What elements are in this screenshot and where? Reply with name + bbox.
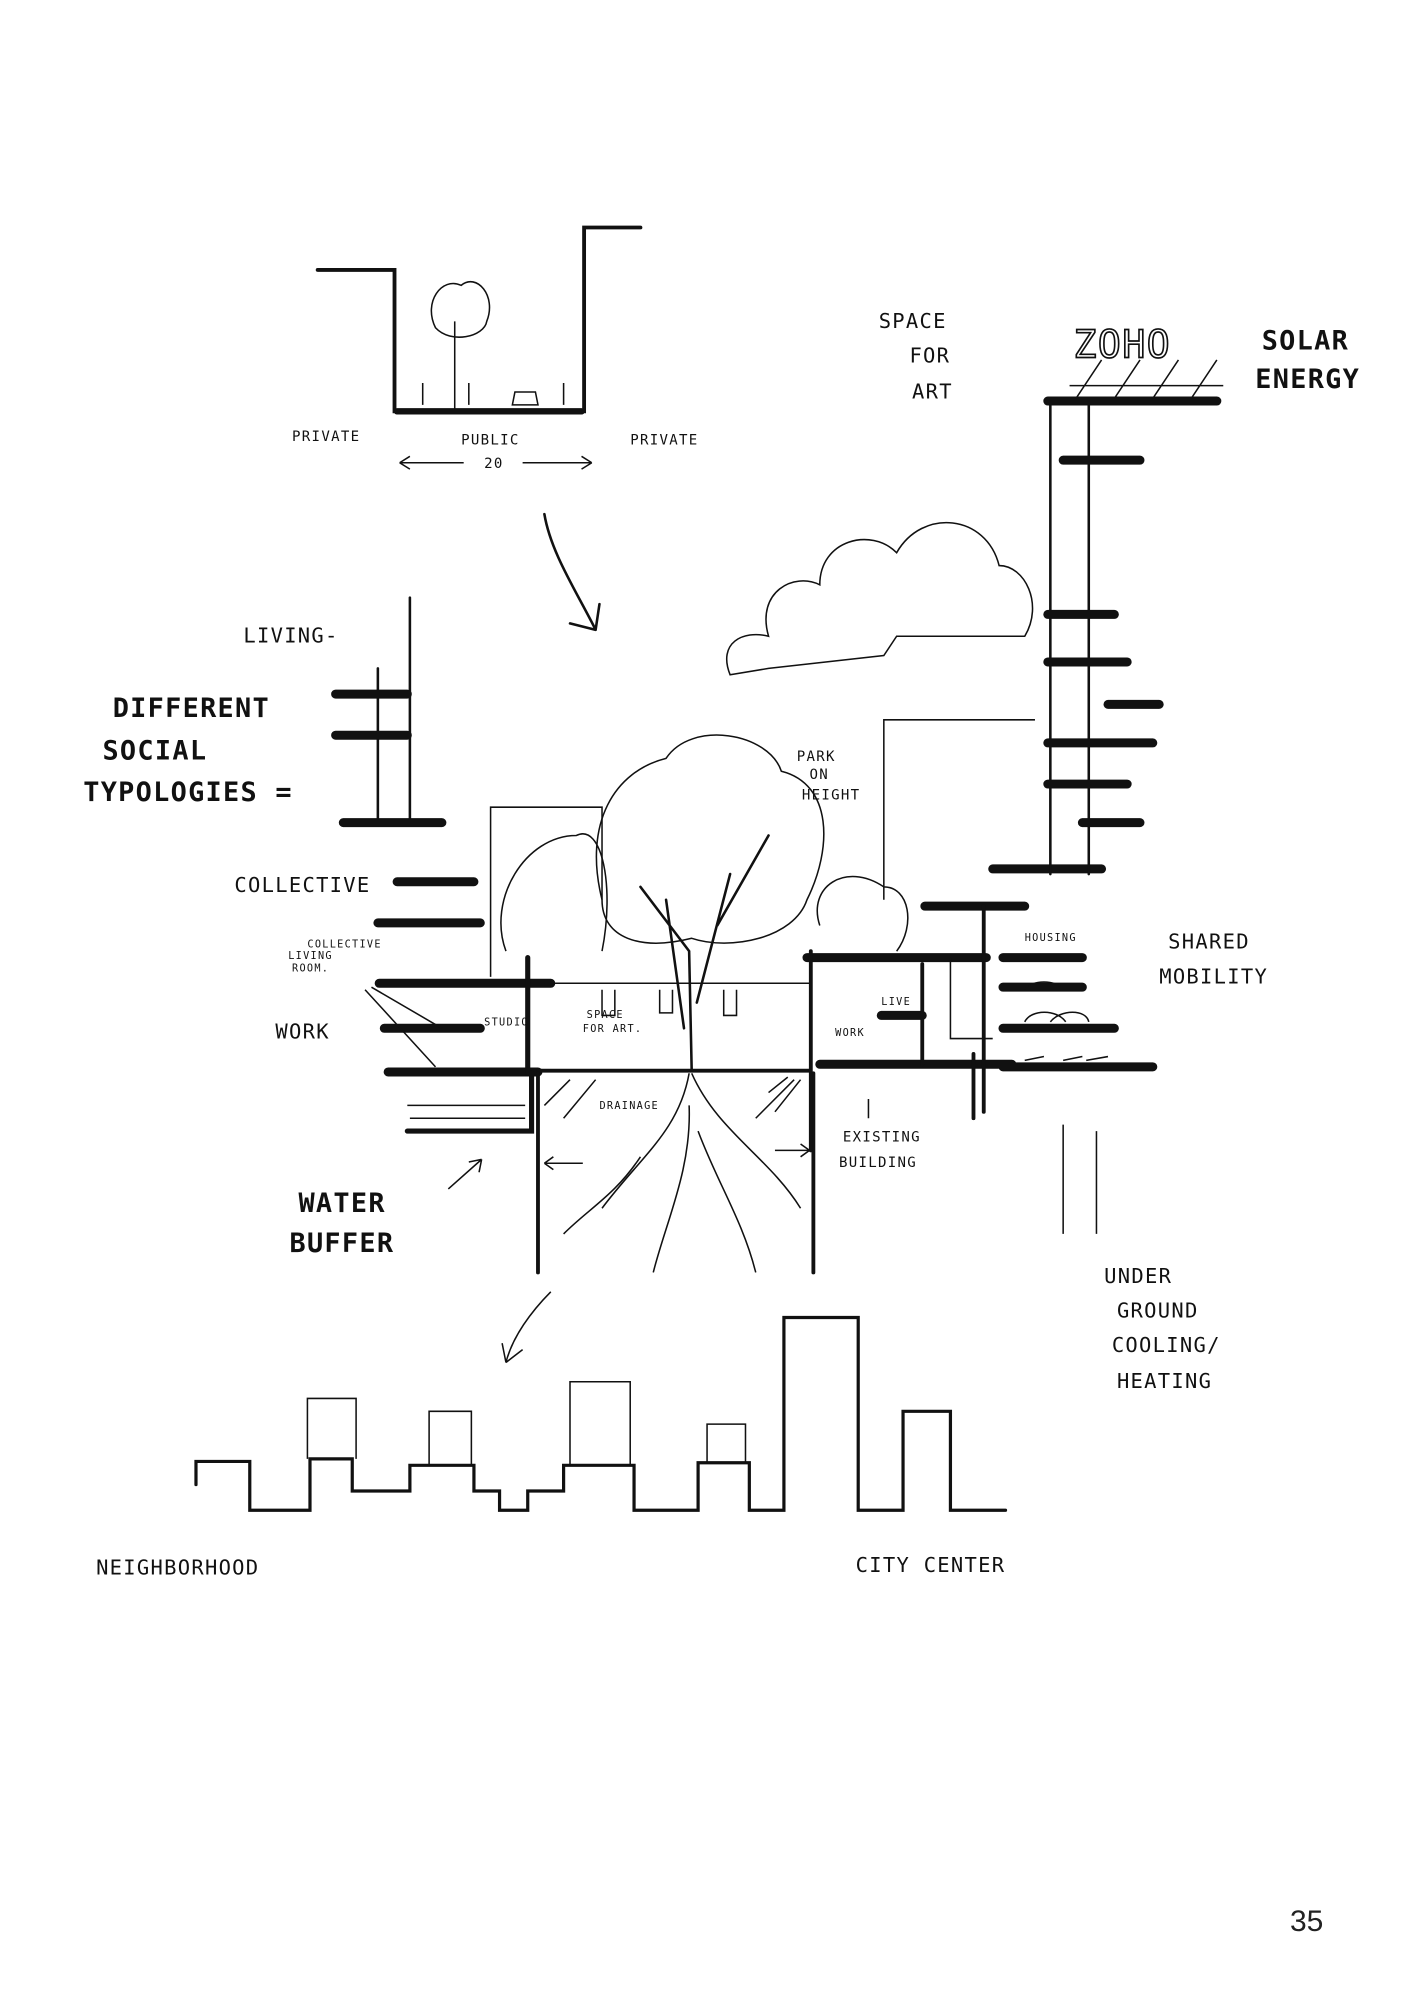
arrow-down-icon: [543, 512, 601, 632]
svg-text:PARK: PARK: [797, 749, 836, 765]
page-number: 35: [1290, 1905, 1324, 1938]
living-label: LIVING-: [243, 624, 338, 648]
space-for-art-top-label: SPACE FOR ART: [879, 309, 953, 404]
shared-mobility-label: SHARED MOBILITY: [1159, 930, 1268, 989]
private-left-label: PRIVATE: [292, 429, 360, 445]
park-on-height-label: PARK ON HEIGHT: [797, 749, 861, 804]
right-mid-building: [802, 864, 1158, 1234]
svg-text:COOLING/: COOLING/: [1112, 1333, 1221, 1357]
svg-text:SHARED: SHARED: [1168, 930, 1250, 954]
svg-text:MOBILITY: MOBILITY: [1159, 964, 1268, 988]
arrow-to-skyline-icon: [501, 1291, 552, 1364]
arrow-water-buffer-icon: [447, 1158, 483, 1190]
right-tower: ZOHO: [1043, 321, 1224, 876]
svg-text:BUFFER: BUFFER: [289, 1228, 394, 1259]
svg-text:COLLECTIVE: COLLECTIVE: [307, 938, 381, 950]
zoho-sign: ZOHO: [1073, 322, 1171, 367]
svg-text:WATER: WATER: [298, 1188, 385, 1219]
private-right-label: PRIVATE: [630, 433, 698, 449]
svg-text:DIFFERENT: DIFFERENT: [113, 693, 270, 724]
cloud: [725, 521, 1034, 676]
collective-label: COLLECTIVE: [234, 873, 370, 897]
svg-text:FOR ART.: FOR ART.: [583, 1023, 643, 1035]
live-label: LIVE: [881, 996, 911, 1008]
city-center-label: CITY CENTER: [856, 1553, 1006, 1577]
studio-label: STUDIO: [484, 1017, 529, 1029]
svg-text:SPACE: SPACE: [587, 1009, 624, 1021]
collective-living-room-label: COLLECTIVE LIVING ROOM.: [288, 938, 381, 975]
work-right-label: WORK: [835, 1027, 865, 1039]
svg-text:UNDER: UNDER: [1104, 1264, 1172, 1288]
svg-text:EXISTING: EXISTING: [843, 1129, 921, 1145]
street-section-diagram: PRIVATE PUBLIC 20 PRIVATE: [292, 225, 698, 472]
central-tree: [500, 734, 909, 1072]
svg-text:LIVING: LIVING: [288, 950, 333, 962]
tall-back-building: [883, 719, 1035, 900]
svg-text:GROUND: GROUND: [1117, 1298, 1199, 1322]
public-label: PUBLIC: [461, 433, 520, 449]
svg-text:FOR: FOR: [909, 343, 950, 367]
solar-energy-label: SOLAR ENERGY: [1255, 326, 1360, 396]
svg-text:SPACE: SPACE: [879, 309, 947, 333]
width-label: 20: [484, 456, 504, 472]
svg-text:ON: ON: [810, 767, 830, 783]
housing-label: HOUSING: [1025, 932, 1077, 944]
svg-text:TYPOLOGIES =: TYPOLOGIES =: [83, 777, 293, 808]
underground-cooling-heating-label: UNDER GROUND COOLING/ HEATING: [1104, 1264, 1221, 1393]
svg-text:ENERGY: ENERGY: [1255, 364, 1360, 395]
svg-text:SOCIAL: SOCIAL: [102, 736, 207, 767]
space-for-art-center-label: SPACE FOR ART.: [583, 1009, 643, 1035]
neighborhood-label: NEIGHBORHOOD: [96, 1556, 259, 1580]
water-buffer-label: WATER BUFFER: [289, 1188, 394, 1259]
different-social-typologies-label: DIFFERENT SOCIAL TYPOLOGIES =: [83, 693, 293, 808]
svg-text:ROOM.: ROOM.: [292, 963, 329, 975]
work-left-label: WORK: [275, 1020, 329, 1044]
skyline: [194, 1315, 1008, 1512]
back-building: [489, 806, 603, 977]
existing-building-label: EXISTING BUILDING: [839, 1129, 921, 1171]
solar-panels: [1069, 359, 1224, 399]
svg-text:ART: ART: [912, 379, 953, 403]
svg-text:BUILDING: BUILDING: [839, 1155, 917, 1171]
left-building: [331, 596, 556, 1134]
svg-text:HEATING: HEATING: [1117, 1369, 1212, 1393]
svg-text:SOLAR: SOLAR: [1262, 326, 1349, 357]
ground-and-roots: [536, 1068, 816, 1275]
svg-text:HEIGHT: HEIGHT: [802, 787, 861, 803]
drainage-label: DRAINAGE: [599, 1100, 659, 1112]
